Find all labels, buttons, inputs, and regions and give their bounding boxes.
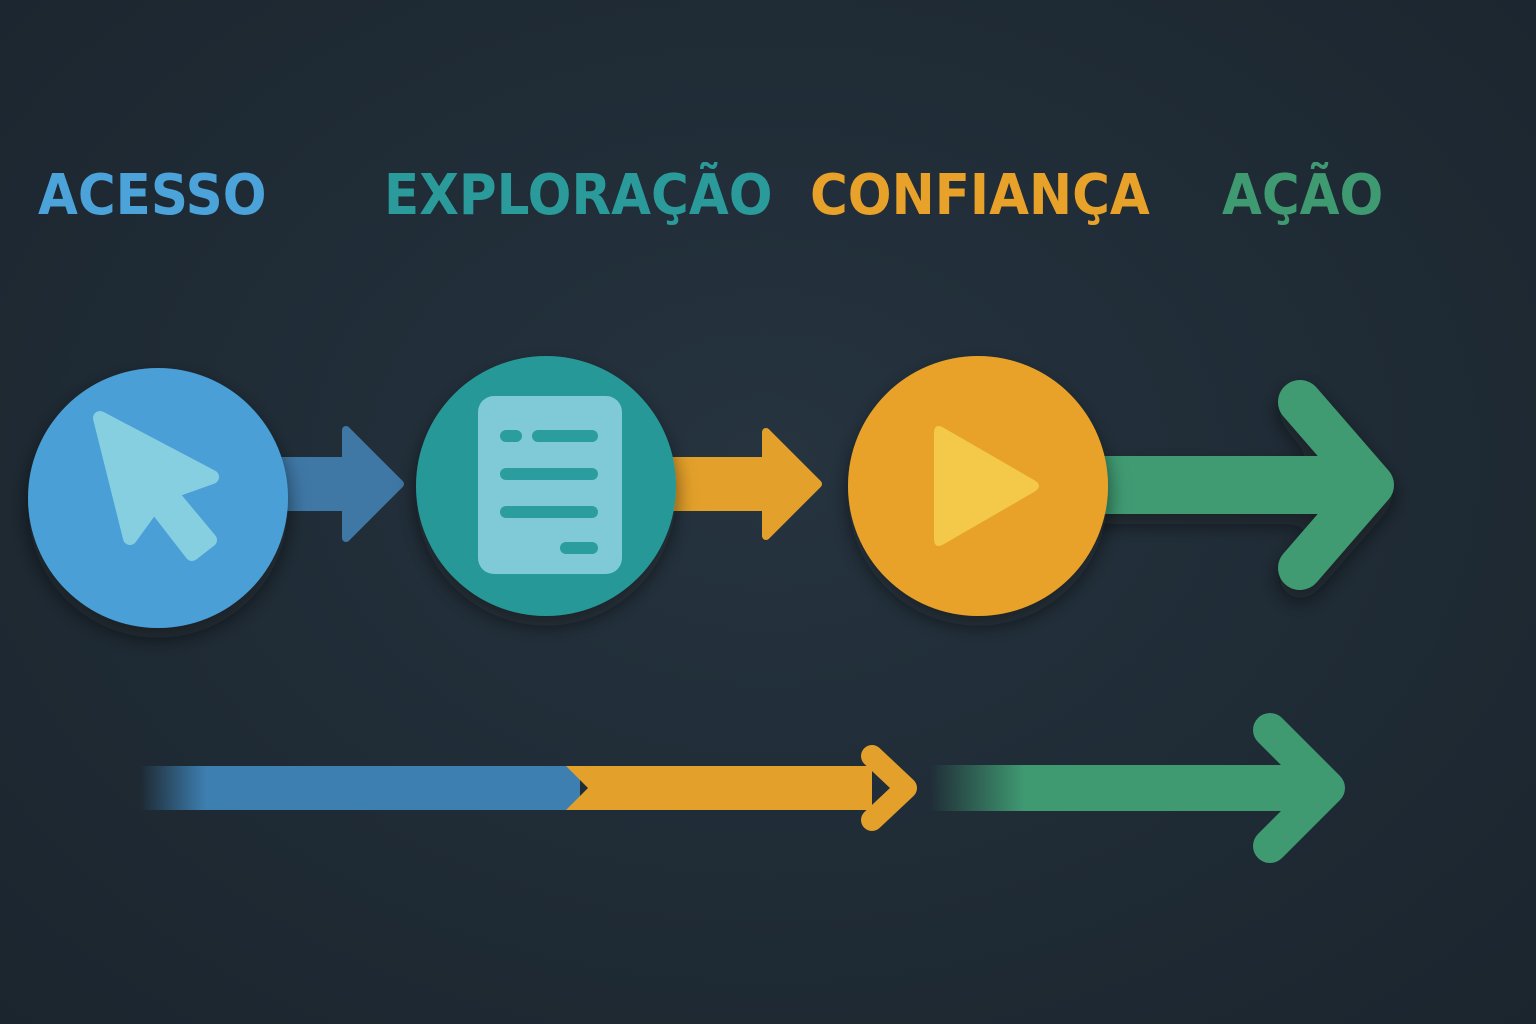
cursor-icon bbox=[93, 411, 219, 561]
document-icon bbox=[478, 396, 622, 574]
progress-segment-green bbox=[930, 713, 1345, 863]
stage-circle-acesso bbox=[28, 368, 288, 628]
play-icon bbox=[934, 426, 1039, 546]
connector-arrow-1 bbox=[270, 426, 404, 542]
stage-label-acao: AÇÃO bbox=[1222, 163, 1384, 228]
stage-circle-exploracao bbox=[416, 356, 676, 616]
progress-segment-blue bbox=[140, 766, 580, 810]
progress-flow-bar bbox=[140, 713, 1345, 863]
stage-circle-confianca bbox=[848, 356, 1108, 616]
stage-label-confianca: CONFIANÇA bbox=[810, 163, 1150, 228]
progress-segment-orange bbox=[566, 745, 917, 831]
arrow-right-icon bbox=[1090, 380, 1394, 590]
stage-label-acesso: ACESSO bbox=[38, 163, 267, 228]
connector-arrow-2 bbox=[660, 428, 822, 540]
stage-label-exploracao: EXPLORAÇÃO bbox=[384, 163, 773, 228]
